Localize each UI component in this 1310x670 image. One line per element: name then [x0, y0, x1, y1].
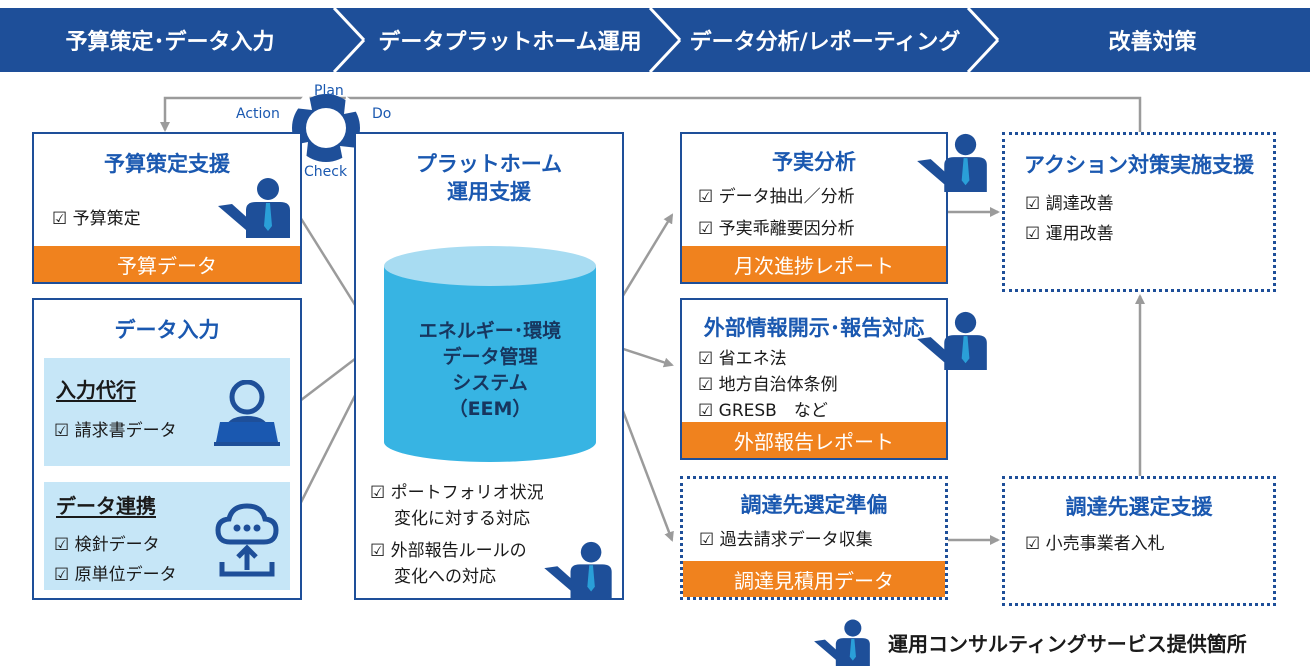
data-link-item-1: ☑ 検針データ [54, 535, 160, 555]
action-item-1: ☑ 調達改善 [1025, 194, 1114, 214]
cloud-upload-icon [215, 503, 279, 577]
consultant-icon [544, 541, 612, 598]
platform-item-1-cont: 変化に対する対応 [394, 509, 530, 529]
analysis-title: 予実分析 [772, 150, 856, 174]
platform-support-box: プラットホーム 運用支援 エネルギー･環境 データ管理 システム （EEM） ☑… [354, 132, 624, 600]
eem-line-4: （EEM） [448, 398, 532, 420]
header-step-4: 改善対策 [1108, 29, 1197, 55]
header-step-3: データ分析/レポーティング [689, 29, 961, 55]
disclosure-title: 外部情報開示･報告対応 [703, 316, 925, 340]
monthly-report-bar: 月次進捗レポート [682, 246, 946, 282]
external-report-bar: 外部報告レポート [682, 422, 946, 458]
input-proxy-panel: 入力代行 ☑ 請求書データ [44, 358, 290, 466]
input-proxy-title: 入力代行 [56, 378, 136, 402]
disclosure-item-1: ☑ 省エネ法 [698, 349, 787, 369]
procurement-support-title: 調達先選定支援 [1065, 495, 1213, 519]
procurement-estimate-bar: 調達見積用データ [683, 561, 945, 597]
action-support-title: アクション対策実施支援 [1024, 153, 1254, 177]
pdca-plan-label: Plan [314, 83, 344, 99]
feedback-loop-arrow [160, 96, 1142, 133]
procurement-prep-box: 調達先選定準偏 ☑ 過去請求データ収集 調達見積用データ [680, 476, 948, 600]
procurement-prep-title: 調達先選定準偏 [740, 493, 888, 517]
action-item-2: ☑ 運用改善 [1025, 224, 1114, 244]
procurement-prep-item: ☑ 過去請求データ収集 [699, 530, 873, 550]
platform-item-2: ☑ 外部報告ルールの [370, 541, 527, 561]
procurement-support-box: 調達先選定支援 ☑ 小売事業者入札 [1002, 476, 1276, 606]
consultant-legend-icon [814, 619, 870, 666]
pdca-action-label: Action [236, 106, 280, 122]
data-input-title: データ入力 [114, 318, 220, 342]
header-step-2: データプラットホーム運用 [378, 29, 642, 55]
platform-item-2-cont: 変化への対応 [394, 567, 496, 587]
platform-title-line2: 運用支援 [447, 180, 531, 204]
disclosure-item-3: ☑ GRESB など [698, 401, 828, 421]
consultant-icon [917, 311, 987, 370]
input-proxy-item: ☑ 請求書データ [54, 421, 177, 441]
data-input-box: データ入力 入力代行 ☑ 請求書データ データ連携 ☑ 検針データ ☑ 原単位デ… [32, 298, 302, 600]
disclosure-item-2: ☑ 地方自治体条例 [698, 375, 838, 395]
platform-title-line1: プラットホーム [415, 152, 563, 176]
action-support-box: アクション対策実施支援 ☑ 調達改善 ☑ 運用改善 [1002, 132, 1276, 292]
platform-item-1: ☑ ポートフォリオ状況 [370, 483, 544, 503]
budget-support-box: 予算策定支援 ☑ 予算策定 予算データ [32, 132, 302, 284]
pdca-check-label: Check [304, 164, 348, 180]
laptop-user-icon [214, 380, 280, 446]
legend-label: 運用コンサルティングサービス提供箇所 [888, 632, 1247, 656]
budget-data-bar: 予算データ [34, 246, 300, 282]
eem-line-2: データ管理 [442, 346, 538, 368]
consultant-icon [218, 178, 290, 238]
analysis-item-2: ☑ 予実乖離要因分析 [698, 219, 855, 239]
eem-system-label: エネルギー･環境 データ管理 システム （EEM） [384, 318, 596, 422]
pdca-do-label: Do [372, 106, 392, 122]
data-link-title: データ連携 [56, 494, 156, 518]
data-link-item-2: ☑ 原単位データ [54, 565, 177, 585]
consultant-icon [917, 133, 987, 192]
header-step-1: 予算策定･データ入力 [65, 29, 275, 55]
header-chevron-bar [0, 6, 1310, 74]
analysis-item-1: ☑ データ抽出／分析 [698, 187, 855, 207]
database-cylinder [384, 246, 596, 462]
budget-item: ☑ 予算策定 [52, 209, 141, 229]
eem-line-1: エネルギー･環境 [418, 320, 562, 342]
procurement-support-item: ☑ 小売事業者入札 [1025, 534, 1165, 554]
data-link-panel: データ連携 ☑ 検針データ ☑ 原単位データ [44, 482, 290, 590]
disclosure-box: 外部情報開示･報告対応 ☑ 省エネ法 ☑ 地方自治体条例 ☑ GRESB など … [680, 298, 948, 460]
analysis-box: 予実分析 ☑ データ抽出／分析 ☑ 予実乖離要因分析 月次進捗レポート [680, 132, 948, 284]
eem-line-3: システム [452, 372, 528, 394]
budget-support-title: 予算策定支援 [104, 152, 230, 176]
